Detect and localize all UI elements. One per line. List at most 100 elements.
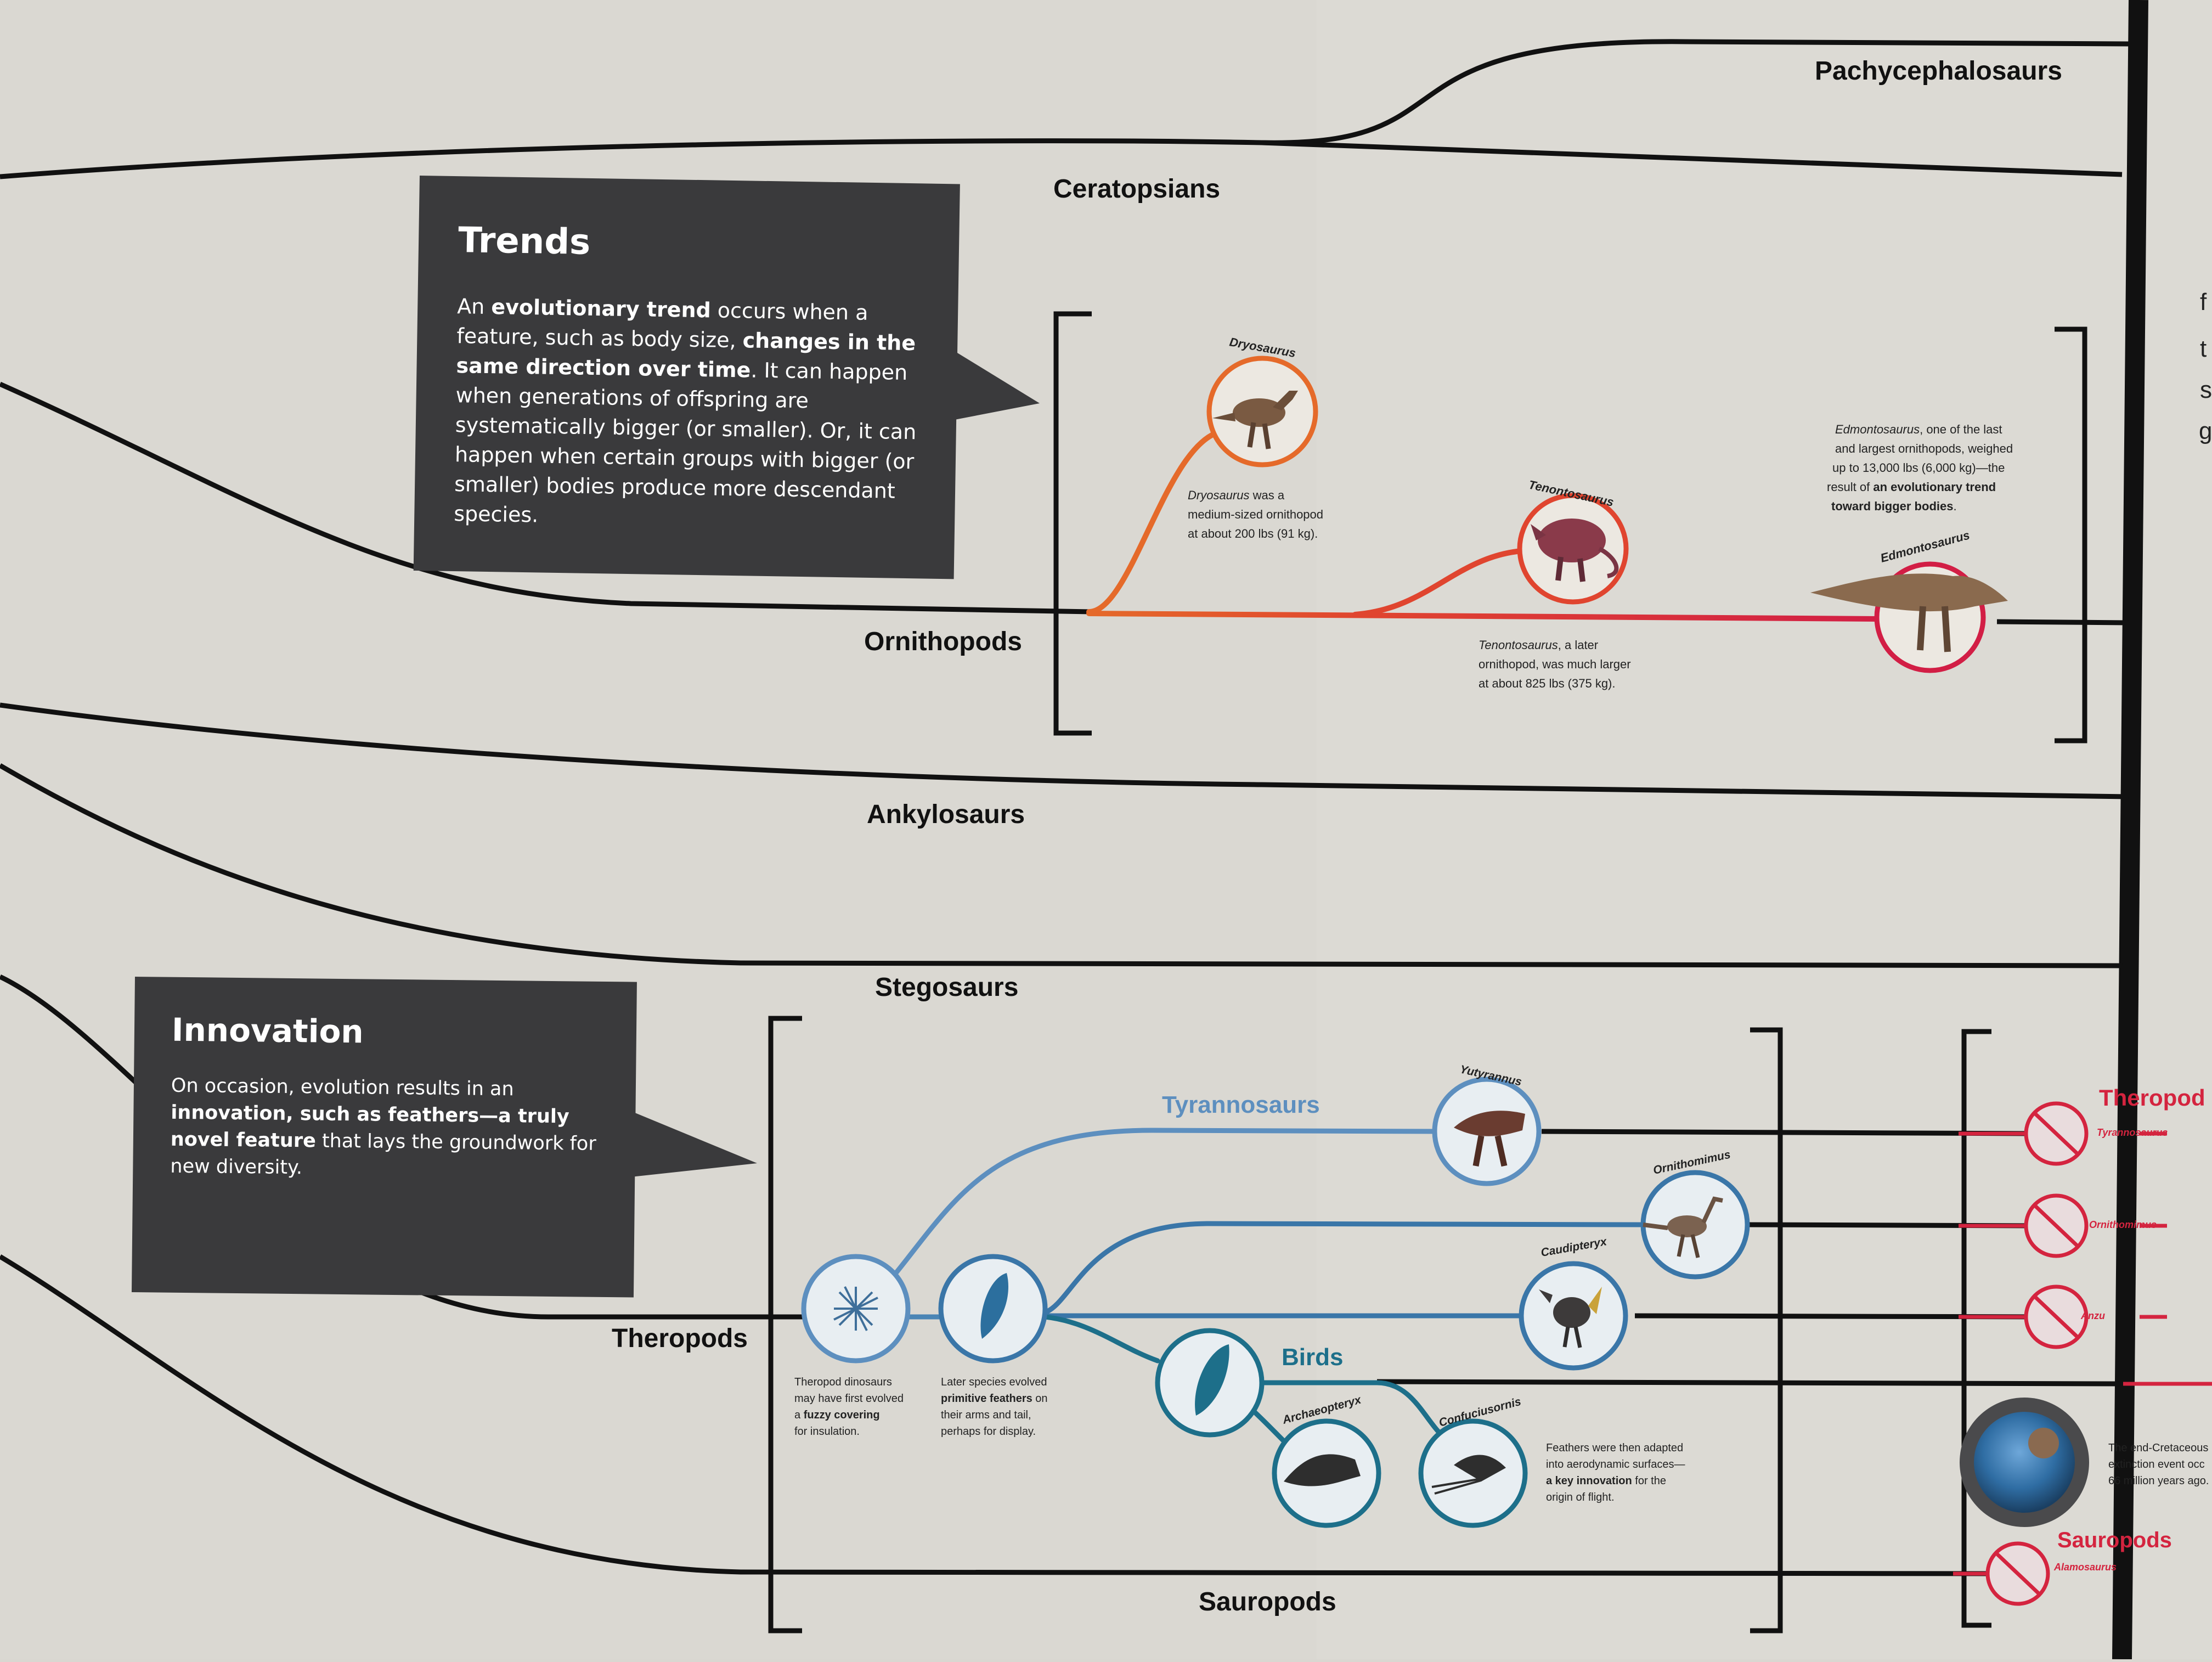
label-theropods-right: Theropod — [2099, 1085, 2205, 1111]
svg-text:66 million years ago.: 66 million years ago. — [2108, 1475, 2209, 1487]
label-tyrannosaurus: Tyrannosaurus — [2097, 1127, 2168, 1138]
ornithopod-bracket-right — [2055, 326, 2087, 743]
primitive-feathers-caption: Later species evolved primitive feathers… — [941, 1376, 1048, 1438]
asteroid-impact-icon — [1960, 1398, 2089, 1527]
ornithopod-stem — [0, 381, 1092, 615]
svg-text:Theropod dinosaurs: Theropod dinosaurs — [794, 1376, 892, 1388]
svg-text:origin of flight.: origin of flight. — [1546, 1491, 1615, 1503]
cut-off-text: f t s g — [2199, 289, 2212, 444]
dryosaurus-caption: Dryosaurus was a medium-sized ornithopod… — [1188, 488, 1323, 540]
innovation-callout-pointer — [631, 1111, 757, 1177]
extinct-anzu-marker — [2024, 1284, 2089, 1349]
tenontosaurus-node — [1517, 493, 1629, 605]
surviving-species-labels: Tyrannosaurus Ornithomimus Anzu Alamosau… — [2053, 1127, 2168, 1573]
svg-text:at about 200 lbs (91 kg).: at about 200 lbs (91 kg). — [1188, 527, 1318, 540]
svg-text:extinction event occ: extinction event occ — [2108, 1458, 2205, 1471]
svg-text:ornithopod, was much larger: ornithopod, was much larger — [1479, 657, 1631, 671]
extinction-bracket — [1961, 1029, 1991, 1628]
extinct-ornithomimus-marker — [2024, 1193, 2089, 1258]
trends-body: An evolutionary trend occurs when a feat… — [453, 294, 917, 527]
label-ornithomimus-right: Ornithomimus — [2089, 1219, 2157, 1230]
label-birds: Birds — [1282, 1344, 1343, 1371]
label-ornithopods: Ornithopods — [864, 627, 1022, 656]
group-labels: Pachycephalosaurs Ceratopsians Ornithopo… — [612, 57, 2062, 1616]
svg-text:their arms and tail,: their arms and tail, — [941, 1409, 1031, 1421]
archaeopteryx-illustration — [1284, 1454, 1361, 1486]
label-stegosaurs: Stegosaurs — [875, 973, 1018, 1002]
svg-text:perhaps for display.: perhaps for display. — [941, 1426, 1036, 1438]
edmontosaurus-illustration — [1810, 573, 2008, 652]
svg-text:a fuzzy covering: a fuzzy covering — [794, 1409, 880, 1421]
label-sauropods: Sauropods — [1199, 1587, 1336, 1616]
ornithomimus-illustration — [1643, 1196, 1723, 1258]
theropod-bracket-right — [1750, 1027, 1783, 1633]
svg-text:toward bigger bodies.: toward bigger bodies. — [1831, 499, 1957, 513]
innovation-body: On occasion, evolution results in an inn… — [170, 1074, 596, 1179]
edmontosaurus-node — [1810, 561, 2008, 673]
svg-text:result of an evolutionary tren: result of an evolutionary trend — [1827, 480, 1996, 494]
svg-text:f: f — [2200, 289, 2207, 316]
svg-text:and largest ornithopods, weigh: and largest ornithopods, weighed — [1835, 442, 2013, 455]
caudipteryx-illustration — [1539, 1287, 1602, 1348]
svg-text:Edmontosaurus, one of the last: Edmontosaurus, one of the last — [1835, 422, 2002, 436]
archaeopteryx-node — [1272, 1418, 1381, 1528]
svg-text:may have first evolved: may have first evolved — [794, 1393, 904, 1405]
caudipteryx-node — [1519, 1261, 1628, 1371]
ornithomimus-node — [1640, 1170, 1750, 1280]
svg-text:up to 13,000 lbs (6,000 kg)—th: up to 13,000 lbs (6,000 kg)—the — [1832, 461, 2005, 475]
edmontosaurus-caption: Edmontosaurus, one of the last and large… — [1827, 422, 2013, 513]
svg-text:for insulation.: for insulation. — [794, 1426, 860, 1438]
label-anzu: Anzu — [2080, 1310, 2105, 1321]
svg-text:at about 825 lbs (375 kg).: at about 825 lbs (375 kg). — [1479, 677, 1616, 690]
extinction-caption: The end-Cretaceous extinction event occ … — [2108, 1442, 2209, 1487]
brackets — [768, 311, 2087, 1633]
svg-text:a key innovation for the: a key innovation for the — [1546, 1475, 1666, 1487]
fuzzy-caption: Theropod dinosaurs may have first evolve… — [794, 1376, 904, 1438]
svg-text:t: t — [2200, 335, 2207, 362]
svg-text:into aerodynamic surfaces—: into aerodynamic surfaces— — [1546, 1458, 1685, 1471]
trends-title: Trends — [458, 220, 591, 263]
svg-text:medium-sized ornithopod: medium-sized ornithopod — [1188, 508, 1323, 521]
svg-text:Dryosaurus was a: Dryosaurus was a — [1188, 488, 1285, 502]
stegosaur-line — [0, 763, 2123, 968]
svg-text:primitive feathers on: primitive feathers on — [941, 1393, 1048, 1405]
label-ankylosaurs: Ankylosaurs — [867, 800, 1025, 829]
yutyrannus-illustration — [1454, 1111, 1525, 1167]
label-ceratopsians: Ceratopsians — [1053, 174, 1220, 204]
label-pachycephalosaurs: Pachycephalosaurs — [1815, 57, 2062, 86]
trends-callout: Trends An evolutionary trend occurs when… — [413, 176, 960, 579]
svg-text:The end-Cretaceous: The end-Cretaceous — [2108, 1442, 2208, 1454]
vaned-feather-icon — [1195, 1344, 1229, 1416]
pachycephalosaur-line — [0, 39, 2129, 179]
theropod-bracket-left — [768, 1016, 802, 1633]
dryosaurus-node — [1206, 356, 1318, 467]
sauropod-line — [0, 1254, 1997, 1576]
innovation-callout: Innovation On occasion, evolution result… — [131, 977, 637, 1298]
bird-feather-node — [1155, 1328, 1265, 1438]
trends-callout-pointer — [955, 351, 1040, 420]
label-theropods: Theropods — [612, 1324, 748, 1353]
tenontosaurus-illustration — [1531, 519, 1619, 582]
svg-text:s: s — [2200, 376, 2212, 403]
fuzzy-covering-node — [801, 1254, 911, 1364]
primitive-feather-node — [938, 1254, 1048, 1364]
confuciusornis-node — [1418, 1418, 1528, 1528]
extinct-alamosaurus-marker — [1985, 1541, 2050, 1606]
tenontosaurus-caption: Tenontosaurus, a later ornithopod, was m… — [1479, 638, 1631, 690]
feather-icon — [980, 1273, 1008, 1339]
ceratopsian-line — [1261, 140, 2123, 177]
svg-text:Feathers were then adapted: Feathers were then adapted — [1546, 1442, 1683, 1454]
svg-text:Later species evolved: Later species evolved — [941, 1376, 1047, 1388]
flight-caption: Feathers were then adapted into aerodyna… — [1546, 1442, 1685, 1503]
label-alamosaurus: Alamosaurus — [2053, 1562, 2117, 1573]
label-sauropods-right: Sauropods — [2057, 1528, 2172, 1552]
dryosaurus-illustration — [1212, 391, 1298, 449]
ankylosaur-line — [0, 702, 2129, 799]
confuciusornis-illustration — [1431, 1455, 1506, 1495]
svg-text:g: g — [2199, 418, 2212, 444]
label-tyrannosaurs: Tyrannosaurs — [1162, 1091, 1320, 1118]
fuzz-icon — [833, 1286, 878, 1331]
ornithopod-tree — [1086, 431, 1882, 622]
